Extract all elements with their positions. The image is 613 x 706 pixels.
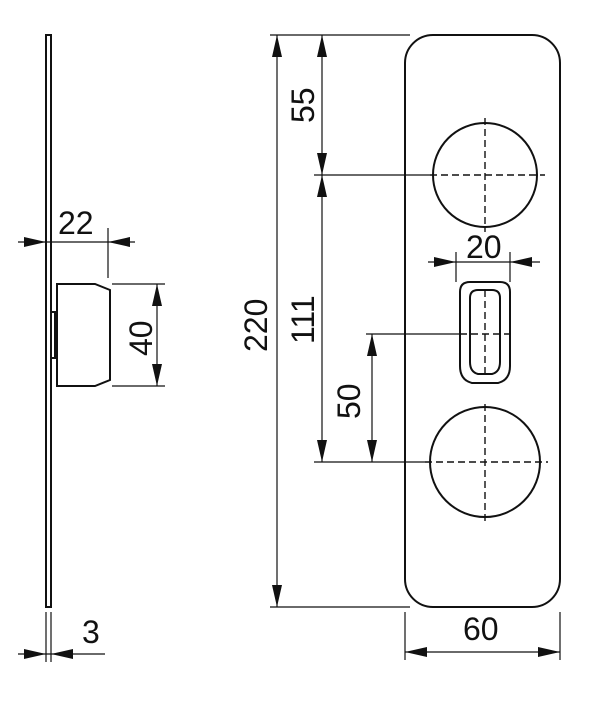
dimension-label-50: 50	[331, 383, 367, 419]
dimension-111: 111	[285, 175, 327, 462]
dimension-3: 3	[18, 612, 105, 662]
lower-knob	[425, 404, 548, 522]
dimension-label-220: 220	[238, 299, 274, 352]
dimension-label-22: 22	[58, 205, 94, 241]
dimension-50: 50	[331, 334, 377, 462]
dimension-label-111: 111	[285, 295, 321, 344]
side-plate-stub	[50, 311, 56, 359]
dimension-220: 220	[238, 35, 282, 607]
side-knob-outline	[56, 283, 111, 387]
dimension-label-3: 3	[82, 614, 100, 650]
slot-opening	[459, 281, 512, 384]
dimension-22: 22	[18, 205, 135, 278]
side-view: 22 40 3	[18, 34, 165, 662]
dimension-60: 60	[404, 611, 561, 660]
dimension-label-40: 40	[123, 320, 159, 356]
dimension-label-20: 20	[466, 229, 502, 265]
dimension-label-60: 60	[463, 611, 499, 647]
front-plate-outline	[404, 34, 561, 608]
dimension-20: 20	[428, 229, 540, 282]
dimension-label-55: 55	[285, 87, 321, 123]
dimension-55: 55	[285, 35, 327, 175]
upper-knob	[430, 118, 545, 232]
front-view: 20 60 220 55	[238, 34, 561, 660]
dimension-40: 40	[112, 283, 165, 387]
